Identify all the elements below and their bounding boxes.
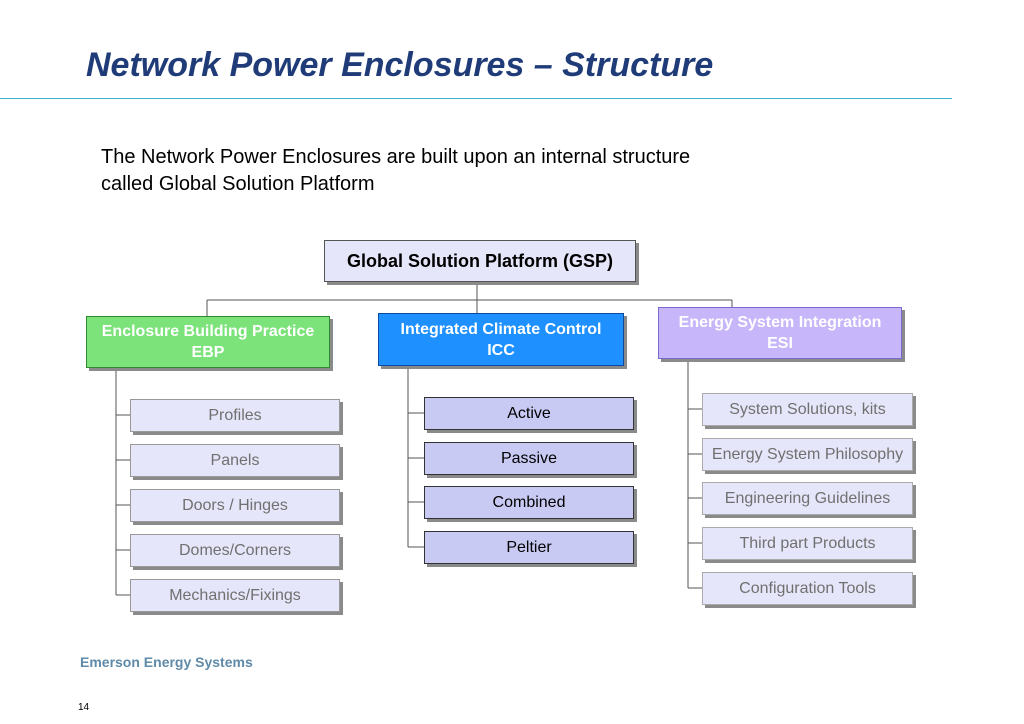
footer-company-name: Emerson Energy Systems (80, 654, 253, 670)
intro-line-1: The Network Power Enclosures are built u… (101, 146, 691, 168)
icc-item-peltier: Peltier (424, 531, 634, 564)
esi-item-energy-system-philosophy: Energy System Philosophy (702, 438, 913, 471)
esi-item-system-solutions: System Solutions, kits (702, 393, 913, 426)
category-node-esi: Energy System Integration ESI (658, 307, 902, 359)
icc-item-passive: Passive (424, 442, 634, 475)
intro-text: The Network Power Enclosures are built u… (101, 144, 821, 198)
esi-item-configuration-tools: Configuration Tools (702, 572, 913, 605)
page-number: 14 (78, 702, 90, 713)
ebp-item-domes-corners: Domes/Corners (130, 534, 340, 567)
category-icc-name: Integrated Climate Control (400, 320, 602, 338)
category-node-ebp: Enclosure Building Practice EBP (86, 316, 330, 368)
slide-title: Network Power Enclosures – Structure (86, 46, 714, 84)
esi-item-engineering-guidelines: Engineering Guidelines (702, 482, 913, 515)
category-node-icc: Integrated Climate Control ICC (378, 313, 624, 366)
category-esi-name: Energy System Integration (678, 314, 882, 331)
icc-item-active: Active (424, 397, 634, 430)
title-underline (0, 98, 952, 99)
ebp-item-doors-hinges: Doors / Hinges (130, 489, 340, 522)
category-esi-abbrev: ESI (767, 335, 793, 352)
ebp-item-profiles: Profiles (130, 399, 340, 432)
ebp-item-mechanics-fixings: Mechanics/Fixings (130, 579, 340, 612)
intro-line-2: called Global Solution Platform (101, 173, 375, 195)
ebp-item-panels: Panels (130, 444, 340, 477)
root-node-gsp: Global Solution Platform (GSP) (324, 240, 636, 282)
category-ebp-abbrev: EBP (191, 344, 225, 361)
icc-item-combined: Combined (424, 486, 634, 519)
category-icc-abbrev: ICC (487, 341, 515, 359)
esi-item-third-part-products: Third part Products (702, 527, 913, 560)
category-ebp-name: Enclosure Building Practice (101, 323, 315, 340)
